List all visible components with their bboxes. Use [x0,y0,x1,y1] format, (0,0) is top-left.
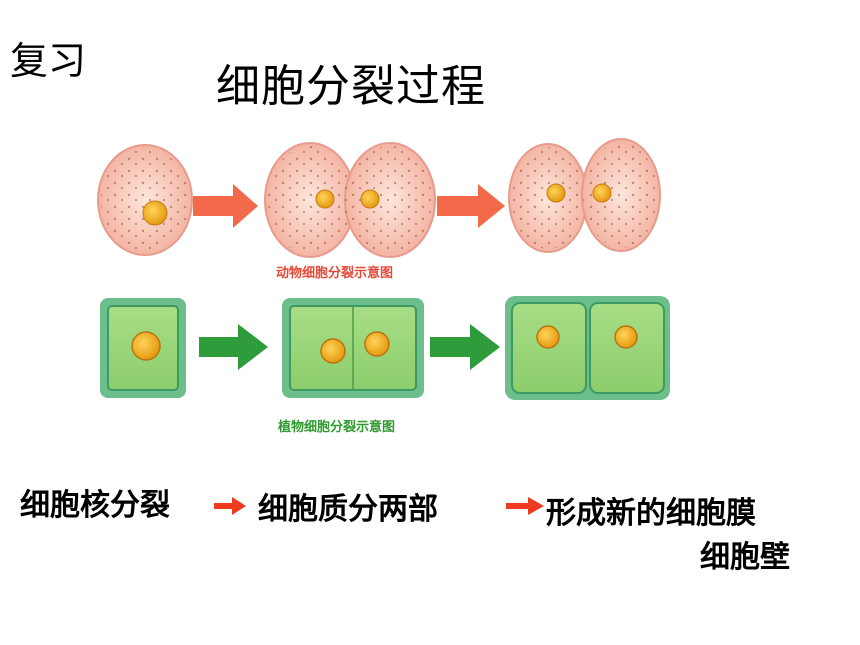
plant-division-caption: 植物细胞分裂示意图 [278,420,396,435]
step-nucleus-division: 细胞核分裂 [20,488,170,523]
animal-cells-two [508,138,661,253]
step-new-membrane: 形成新的细胞膜 [546,496,756,531]
plant-cell-dividing [282,298,424,398]
animal-division-caption: 动物细胞分裂示意图 [276,266,394,281]
step-cytoplasm-split: 细胞质分两部 [258,492,438,527]
right-arrow-icon [437,184,505,228]
right-arrow-icon [506,497,544,515]
page-title: 细胞分裂过程 [216,61,486,112]
review-label: 复习 [10,39,87,83]
plant-cells-two [505,296,670,400]
animal-cell-dividing [264,142,436,258]
right-arrow-icon [193,184,258,228]
animal-cell-1 [97,144,193,256]
right-arrow-icon [214,497,246,515]
plant-cell-1 [100,298,186,398]
right-arrow-icon [199,324,268,370]
right-arrow-icon [430,324,500,370]
step-cell-wall: 细胞壁 [700,540,790,575]
